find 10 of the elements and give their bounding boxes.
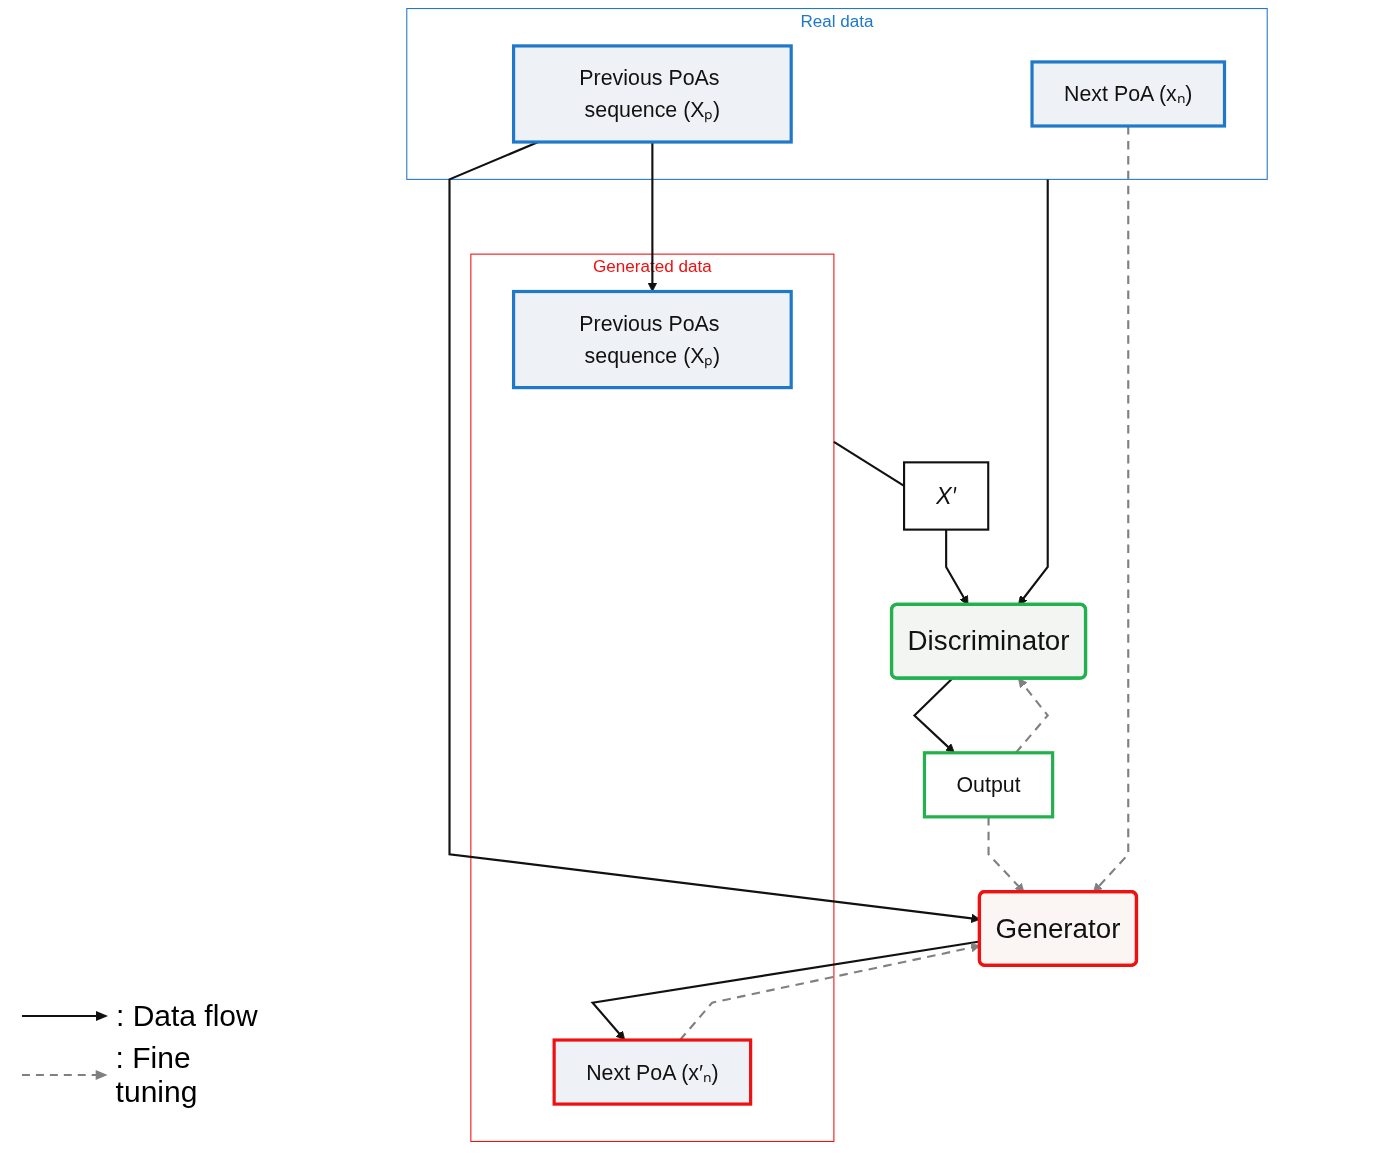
- legend-text: : Data flow: [116, 999, 258, 1033]
- node-box: Output: [922, 751, 1055, 819]
- arrow: [647, 142, 658, 292]
- node-box: Next PoA (xₙ): [1030, 60, 1227, 128]
- node-box: X′: [903, 461, 990, 531]
- node-box: Next PoA (x′ₙ): [552, 1038, 753, 1106]
- connector: [833, 441, 905, 487]
- node-box: Previous PoAs sequence (Xₚ): [511, 44, 793, 144]
- legend-text: : Fine tuning: [115, 1041, 199, 1109]
- node-box: Previous PoAs sequence (Xₚ): [511, 289, 793, 390]
